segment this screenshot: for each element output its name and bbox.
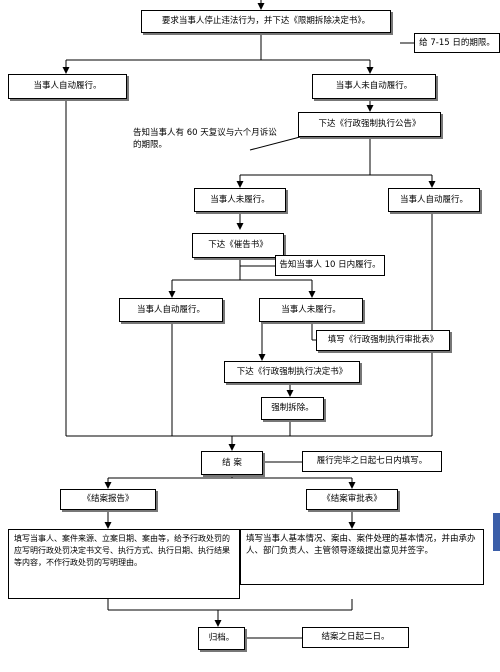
archive-box: 归档。	[198, 627, 245, 650]
report-detail-box: 填写当事人、案件来源、立案日期、案由等，给予行政处罚的应写明行政处罚决定书文号、…	[8, 529, 240, 599]
archive-note-box: 结案之日起二日。	[302, 627, 409, 648]
not-comply-box-3: 当事人未履行。	[259, 298, 363, 322]
self-comply-box-3: 当事人自动履行。	[119, 298, 223, 322]
closing-approval-box: 《结案审批表》	[306, 489, 398, 510]
close-case-box: 结 案	[201, 451, 263, 475]
approval-form-box: 填写《行政强制执行审批表》	[316, 330, 450, 351]
deadline-note-box: 给 7-15 日的期限。	[414, 33, 500, 53]
appeal-note: 告知当事人有 60 天复议与六个月诉讼的期限。	[133, 128, 277, 150]
ten-day-note-box: 告知当事人 10 日内履行。	[275, 255, 385, 276]
self-comply-box-2: 当事人自动履行。	[388, 188, 480, 212]
demand-stop-box: 要求当事人停止违法行为，并下达《限期拆除决定书》。	[141, 10, 391, 33]
approval-detail-box: 填写当事人基本情况、案由、案件处理的基本情况，并由承办人、部门负责人、主管领导逐…	[240, 529, 484, 585]
side-edge-mark	[493, 513, 500, 551]
enforcement-decision-box: 下达《行政强制执行决定书》	[224, 361, 360, 383]
not-comply-box-1: 当事人未自动履行。	[312, 74, 436, 99]
urge-letter-box: 下达《催告书》	[192, 233, 284, 258]
close-case-note-box: 履行完毕之日起七日内填写。	[302, 451, 442, 472]
enforcement-notice-box: 下达《行政强制执行公告》	[298, 112, 441, 137]
forced-demolition-box: 强制拆除。	[261, 397, 324, 420]
not-comply-box-2: 当事人未履行。	[194, 188, 286, 212]
closing-report-box: 《结案报告》	[60, 489, 156, 510]
self-comply-box-1: 当事人自动履行。	[8, 74, 127, 99]
